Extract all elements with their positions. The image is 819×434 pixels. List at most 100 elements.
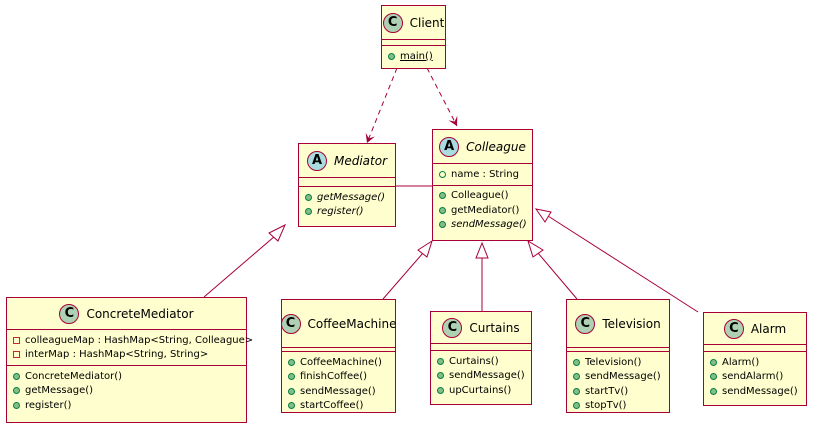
public-method-icon [710,358,717,366]
class-name: Television [602,316,661,331]
inheritance-coffee-machine-line [382,252,424,300]
class-name: Client [409,15,445,30]
class-badge: C [723,318,744,339]
class-name: ConcreteMediator [86,306,194,321]
class-badge: C [575,313,596,334]
class-header: A Colleague [433,130,532,164]
method: upCurtains() [449,384,512,396]
public-method-icon [439,192,446,200]
methods-section: Curtains() sendMessage() upCurtains() [431,350,531,401]
inheritance-concrete-mediator-line [203,235,276,298]
class-coffee-machine[interactable]: C CoffeeMachine CoffeeMachine() finishCo… [280,299,397,416]
class-header: C Alarm [704,313,806,345]
methods-section: Colleague() getMediator() sendMessage() [433,184,532,236]
public-method-icon [439,221,446,229]
inheritance-coffee-machine-arrow [417,239,433,258]
methods-section: Television() sendMessage() startTv() sto… [567,351,669,416]
dependency-client-colleague [426,67,458,127]
class-header: C CoffeeMachine [280,300,397,348]
public-field-icon [439,170,446,178]
class-header: C Television [567,300,669,348]
inheritance-alarm-arrow [534,208,552,223]
dependency-client-mediator [365,67,398,144]
public-method-icon [305,208,312,216]
method: finishCoffee() [300,371,368,383]
field: interMap : HashMap<String, String> [25,349,209,361]
method: sendAlarm() [722,371,784,383]
class-header: C Curtains [431,312,531,344]
public-method-icon [13,387,20,395]
fields-section: colleagueMap : HashMap<String, Colleague… [7,330,253,365]
methods-section: main() [382,45,445,67]
method: getMediator() [451,204,520,216]
class-badge: C [442,317,463,338]
public-method-icon [288,387,295,395]
field: name : String [451,168,519,180]
method: register() [317,206,364,218]
public-method-icon [437,357,444,365]
class-badge: C [382,12,403,33]
public-method-icon [439,206,446,214]
inheritance-concrete-mediator-arrow [268,223,287,242]
public-method-icon [13,372,20,380]
field: colleagueMap : HashMap<String, Colleague… [25,334,254,346]
class-name: Mediator [333,153,388,168]
method: sendMessage() [449,370,525,382]
methods-section: getMessage() register() [299,186,395,222]
public-method-icon [305,193,312,201]
inheritance-television-arrow [527,239,544,258]
method: Colleague() [451,190,509,202]
public-method-icon [573,358,580,366]
abstract-badge: A [439,136,460,157]
public-method-icon [437,386,444,394]
method: startCoffee() [300,400,364,412]
method: sendMessage() [451,219,527,231]
class-curtains[interactable]: C Curtains Curtains() sendMessage() upCu… [430,311,532,405]
class-television[interactable]: C Television Television() sendMessage() … [566,299,670,413]
inheritance-alarm-line [547,215,699,313]
public-method-icon [437,372,444,380]
public-method-icon [288,358,295,366]
class-header: C Client [382,6,445,40]
method: Curtains() [449,355,499,367]
method: Television() [585,356,642,368]
private-field-icon [13,351,20,359]
public-method-icon [710,373,717,381]
inheritance-television-line [537,252,578,300]
methods-section: Alarm() sendAlarm() sendMessage() [704,351,806,402]
methods-section: CoffeeMachine() finishCoffee() sendMessa… [282,351,395,416]
method: stopTv() [585,400,627,412]
method: sendMessage() [722,385,798,397]
fields-section: name : String [433,164,532,185]
abstract-badge: A [306,150,327,171]
class-client[interactable]: C Client main() [381,5,446,69]
fields-section [299,178,395,186]
methods-section: ConcreteMediator() getMessage() register… [7,365,246,416]
method: getMessage() [25,385,94,397]
inheritance-curtains-arrow [475,241,489,259]
class-badge: C [280,313,301,334]
class-mediator[interactable]: A Mediator getMessage() register() [298,143,396,227]
public-method-icon [573,387,580,395]
method: startTv() [585,385,629,397]
class-colleague[interactable]: A Colleague name : String Colleague() ge… [432,129,533,241]
class-badge: C [59,303,80,324]
method: getMessage() [317,191,386,203]
class-header: C ConcreteMediator [7,298,246,330]
method: ConcreteMediator() [25,370,123,382]
method: sendMessage() [300,385,376,397]
class-concrete-mediator[interactable]: C ConcreteMediator colleagueMap : HashMa… [6,297,253,423]
private-field-icon [13,336,20,344]
public-method-icon [388,52,395,60]
method: CoffeeMachine() [300,356,382,368]
class-name: Colleague [466,139,526,154]
class-header: A Mediator [299,144,395,178]
method: register() [25,399,72,411]
public-method-icon [288,402,295,410]
public-method-icon [13,401,20,409]
method: Alarm() [722,356,760,368]
class-alarm[interactable]: C Alarm Alarm() sendAlarm() sendMessage(… [703,312,807,406]
method: main() [400,50,433,62]
class-name: Curtains [469,320,520,335]
